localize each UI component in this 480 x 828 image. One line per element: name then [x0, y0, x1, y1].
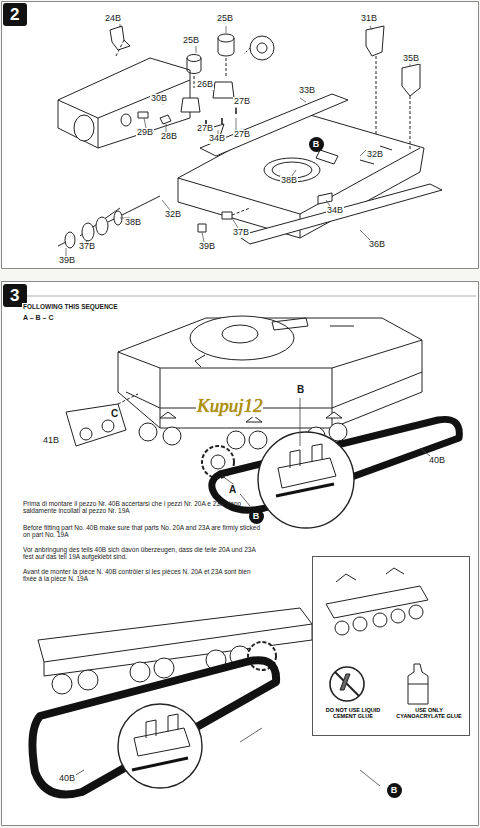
part-number: 39B [198, 242, 216, 252]
part-number: 38B [124, 218, 142, 228]
mark-text: 3 [10, 287, 20, 304]
reference-mark: B [309, 137, 324, 152]
part-number: 32B [366, 150, 384, 160]
step-number: 2 [3, 3, 27, 26]
part-number: 34B [326, 206, 344, 216]
part-number: 27B [233, 97, 251, 107]
part-number: 32B [164, 210, 182, 220]
mark-text: B [391, 786, 398, 795]
part-number: 34B [208, 134, 226, 144]
part-number: 25B [182, 36, 200, 46]
part-number: 25B [216, 14, 234, 24]
reference-mark: B [387, 783, 402, 798]
sequence-letter: B [296, 384, 305, 395]
instruction-note: Before fitting part No. 40B make sure th… [22, 524, 264, 538]
sequence-letter: FOLLOWING THIS SEQUENCE [22, 303, 119, 310]
part-number: 40B [428, 456, 446, 466]
reference-mark: B [249, 509, 264, 524]
part-number: 29B [136, 128, 154, 138]
part-number: 24B [104, 14, 122, 24]
glue-warning: DO NOT USE LIQUID CEMENT GLUE [319, 707, 387, 720]
part-number: 35B [402, 54, 420, 64]
part-number: 40B [58, 774, 76, 784]
part-number: 31B [360, 14, 378, 24]
watermark: Kupuj12 [196, 396, 263, 417]
glue-warning: USE ONLY CYANOACRYLATE GLUE [395, 707, 463, 720]
instruction-note: Avant de monter la pièce N. 40B contrôle… [22, 568, 264, 582]
sequence-letter: C [110, 408, 119, 419]
glue-note-panel: DO NOT USE LIQUID CEMENT GLUE USE ONLY CY… [312, 556, 470, 736]
mark-text: B [313, 140, 320, 149]
mark-text: 2 [10, 6, 20, 23]
instruction-note: Prima di montare il pezzo Nr. 40B accert… [22, 500, 264, 514]
part-number: 27B [196, 124, 214, 134]
instruction-note: Vor anbringung des teils 40B sich davon … [22, 546, 264, 560]
part-number: 30B [150, 94, 168, 104]
part-number: 28B [160, 132, 178, 142]
part-number: 33B [298, 86, 316, 96]
part-number: 36B [368, 240, 386, 250]
part-number: 26B [196, 80, 214, 90]
part-number: 37B [232, 228, 250, 238]
part-number: 41B [42, 436, 60, 446]
sequence-letter: A – B – C [22, 314, 54, 322]
part-number: 27B [233, 130, 251, 140]
mark-text: B [253, 512, 260, 521]
part-number: 38B [280, 176, 298, 186]
part-number: 37B [78, 242, 96, 252]
part-number: 39B [58, 256, 76, 266]
sequence-letter: A [228, 484, 237, 495]
